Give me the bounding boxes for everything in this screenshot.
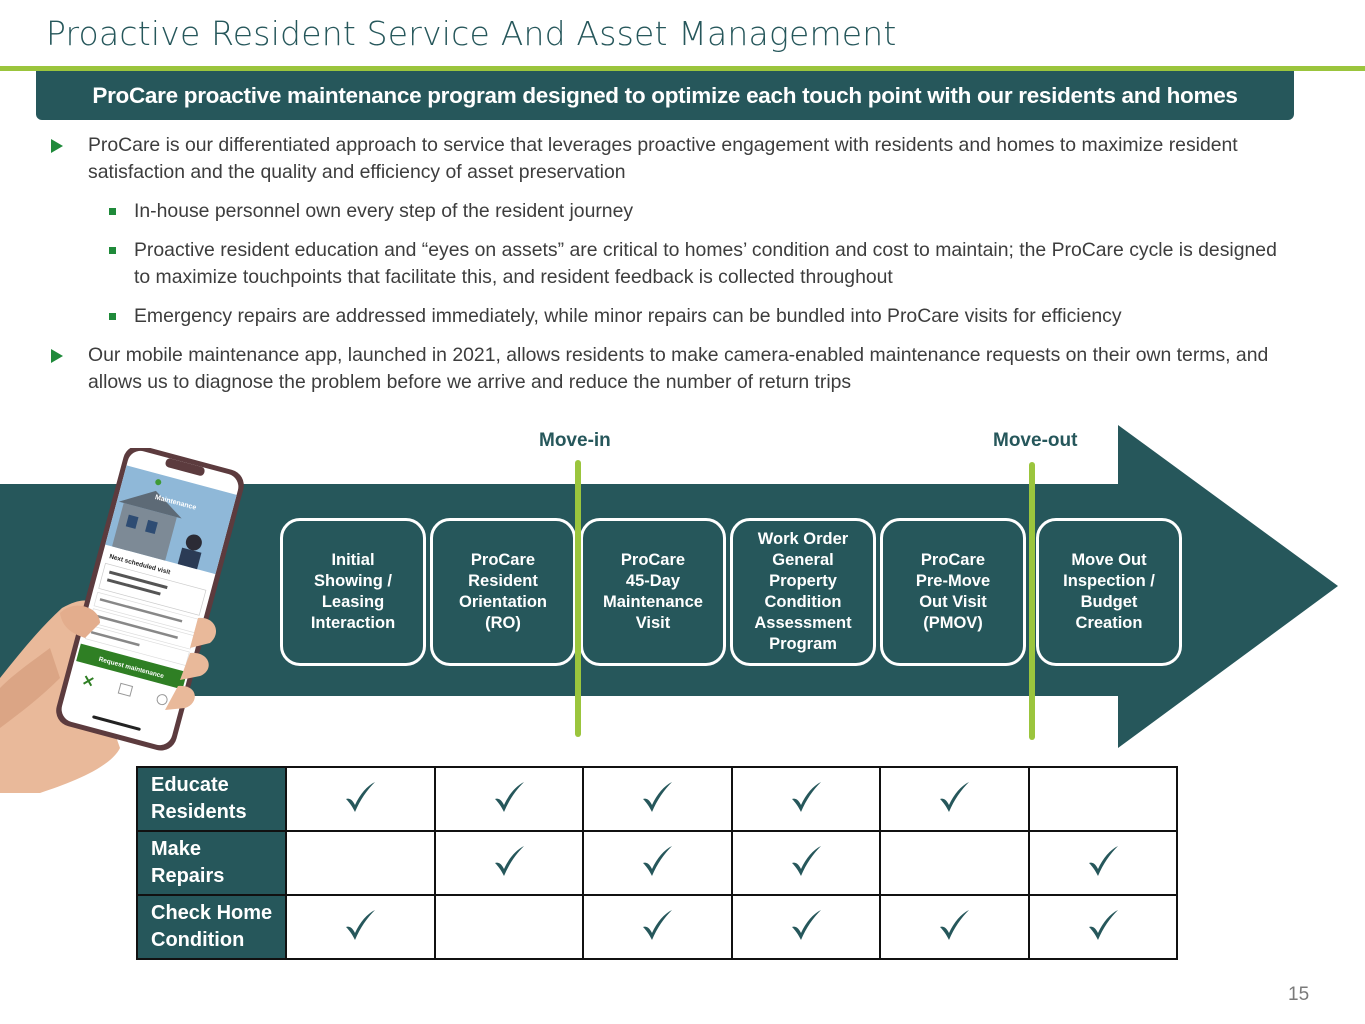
matrix-cell-checked: [879, 766, 1030, 832]
move-in-label: Move-in: [539, 430, 611, 451]
triangle-bullet-icon: [51, 139, 63, 153]
sub-bullet-item: Emergency repairs are addressed immediat…: [48, 303, 1288, 330]
checkmark-icon: [643, 845, 673, 876]
sub-bullet-item: In-house personnel own every step of the…: [48, 198, 1288, 225]
process-arrow-shape: [0, 425, 1338, 748]
hand-holding-phone-image: Maintenance Next scheduled visit Request…: [0, 445, 244, 793]
matrix-cell-checked: [1027, 894, 1178, 960]
matrix-cell-empty: [285, 830, 436, 896]
checkmark-icon: [346, 781, 376, 812]
checkmark-icon: [940, 781, 970, 812]
move-out-divider: [1029, 462, 1035, 740]
matrix-cell-empty: [433, 894, 584, 960]
checkmark-icon: [494, 845, 524, 876]
stage-resident-orientation: ProCare Resident Orientation (RO): [430, 518, 576, 666]
matrix-cell-empty: [1027, 766, 1178, 832]
process-arrow: [0, 425, 1338, 748]
matrix-row-label: Educate Residents: [136, 766, 287, 832]
matrix-cell-checked: [285, 766, 436, 832]
square-bullet-icon: [109, 208, 116, 215]
checkmark-icon: [791, 781, 821, 812]
matrix-row-label: Check Home Condition: [136, 894, 287, 960]
matrix-cell-checked: [582, 894, 733, 960]
matrix-cell-checked: [285, 894, 436, 960]
matrix-row: Make Repairs: [136, 830, 1178, 896]
matrix-cell-checked: [433, 830, 584, 896]
page-number: 15: [1288, 984, 1310, 1005]
bullet-list: ProCare is our differentiated approach t…: [48, 132, 1288, 408]
stage-pre-move-out-visit: ProCare Pre-Move Out Visit (PMOV): [880, 518, 1026, 666]
checkmark-icon: [643, 909, 673, 940]
matrix-row: Educate Residents: [136, 766, 1178, 832]
bullet-text: Proactive resident education and “eyes o…: [134, 239, 1277, 288]
bullet-item: ProCare is our differentiated approach t…: [48, 132, 1288, 186]
checkmark-icon: [791, 845, 821, 876]
move-out-label: Move-out: [993, 430, 1078, 451]
bullet-text: ProCare is our differentiated approach t…: [88, 134, 1238, 183]
bullet-text: In-house personnel own every step of the…: [134, 200, 634, 222]
checkmark-icon: [1088, 909, 1118, 940]
checkmark-icon: [494, 781, 524, 812]
stage-work-order-assessment: Work Order General Property Condition As…: [730, 518, 876, 666]
matrix-row-label: Make Repairs: [136, 830, 287, 896]
checkmark-icon: [643, 781, 673, 812]
stage-initial-showing: Initial Showing / Leasing Interaction: [280, 518, 426, 666]
page-title: Proactive Resident Service And Asset Man…: [46, 14, 897, 53]
bullet-text: Emergency repairs are addressed immediat…: [134, 305, 1122, 327]
square-bullet-icon: [109, 247, 116, 254]
matrix-cell-checked: [433, 766, 584, 832]
stage-45-day-visit: ProCare 45-Day Maintenance Visit: [580, 518, 726, 666]
matrix-cell-checked: [582, 830, 733, 896]
matrix-cell-checked: [730, 830, 881, 896]
bullet-text: Our mobile maintenance app, launched in …: [88, 344, 1269, 393]
triangle-bullet-icon: [51, 349, 63, 363]
matrix-cell-checked: [730, 894, 881, 960]
matrix-cell-checked: [582, 766, 733, 832]
checkmark-icon: [1088, 845, 1118, 876]
phone-app-illustration: Maintenance Next scheduled visit Request…: [0, 445, 250, 793]
checkmark-icon: [346, 909, 376, 940]
square-bullet-icon: [109, 313, 116, 320]
matrix-cell-empty: [879, 830, 1030, 896]
bullet-item: Our mobile maintenance app, launched in …: [48, 342, 1288, 396]
title-divider: [0, 66, 1365, 71]
sub-bullet-item: Proactive resident education and “eyes o…: [48, 237, 1288, 291]
matrix-cell-checked: [730, 766, 881, 832]
matrix-cell-checked: [1027, 830, 1178, 896]
checkmark-icon: [791, 909, 821, 940]
subtitle-banner: ProCare proactive maintenance program de…: [36, 71, 1294, 120]
move-in-divider: [575, 460, 581, 737]
matrix-cell-checked: [879, 894, 1030, 960]
subtitle-banner-text: ProCare proactive maintenance program de…: [92, 82, 1238, 108]
matrix-row: Check Home Condition: [136, 894, 1178, 960]
checkmark-icon: [940, 909, 970, 940]
stage-move-out-inspection: Move Out Inspection / Budget Creation: [1036, 518, 1182, 666]
